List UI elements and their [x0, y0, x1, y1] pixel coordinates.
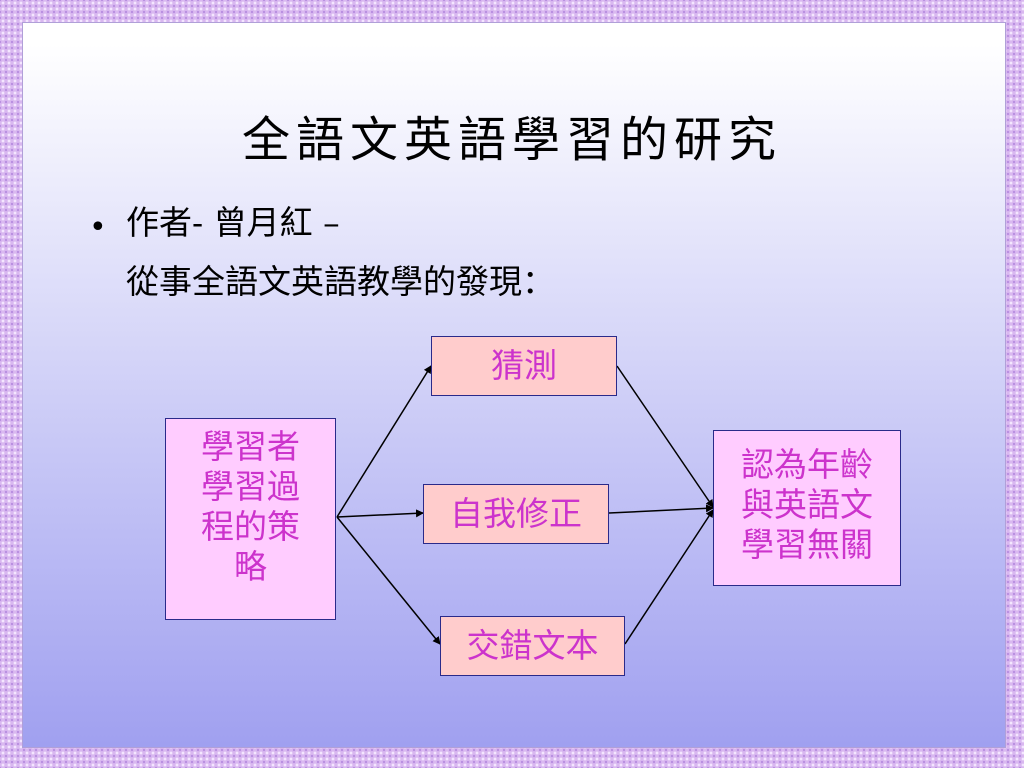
node-cross-text: 交錯文本 — [440, 616, 625, 676]
node-age-unrelated-line: 認為年齡 — [741, 445, 873, 484]
slide-title: 全語文英語學習的研究 — [241, 112, 782, 168]
bullet-text-author: 作者- 曾月紅 – — [126, 203, 340, 242]
bullet-text-findings: 從事全語文英語教學的發現： — [126, 262, 555, 301]
node-age-unrelated-line: 與英語文 — [741, 485, 873, 524]
bullet-point-icon: • — [89, 210, 107, 245]
arrow-strategy-to-guessing — [336, 365, 432, 518]
arrow-cross-text-to-age — [624, 509, 714, 645]
node-learner-strategy: 學習者 學習過 程的策 略 — [165, 418, 336, 620]
node-learner-strategy-line: 學習過 — [201, 467, 300, 506]
node-age-unrelated-line: 學習無關 — [741, 525, 873, 564]
arrow-strategy-to-cross-text — [336, 516, 441, 645]
node-learner-strategy-line: 學習者 — [201, 427, 300, 466]
node-guessing: 猜測 — [431, 336, 617, 396]
node-age-unrelated: 認為年齡 與英語文 學習無關 — [713, 430, 901, 586]
node-learner-strategy-line: 略 — [234, 547, 267, 586]
node-learner-strategy-line: 程的策 — [201, 507, 300, 546]
arrow-guessing-to-age — [616, 365, 714, 508]
arrow-strategy-to-self-correction — [336, 509, 424, 518]
node-self-correction: 自我修正 — [423, 484, 609, 544]
arrow-self-correction-to-age — [608, 504, 714, 514]
